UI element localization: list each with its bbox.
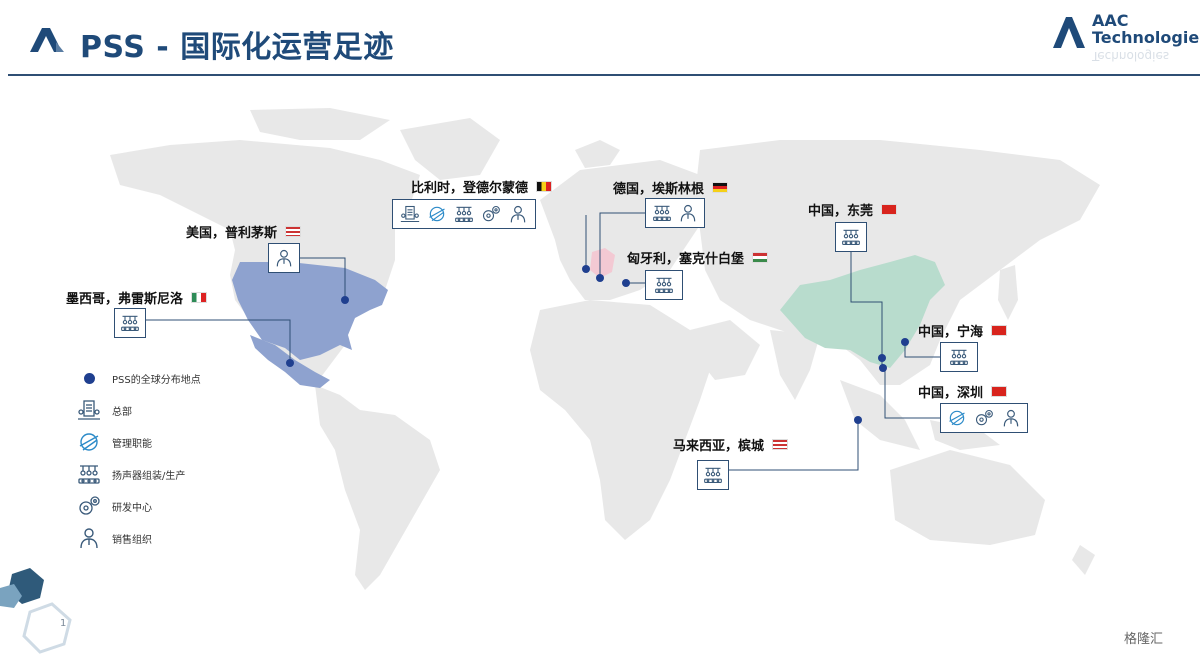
malaysia-flag-icon [772, 439, 789, 450]
location-shenzhen-label: 中国，深圳 [918, 386, 984, 401]
location-ningbo-label: 中国，宁海 [918, 325, 984, 340]
sales-icon [274, 248, 294, 268]
page-number: 1 [60, 618, 67, 629]
china-flag-icon [881, 204, 898, 215]
speaker-assembly-icon [703, 465, 723, 485]
location-dot-icon [83, 372, 95, 384]
location-belgium-icons [392, 199, 536, 229]
location-ningbo: 中国，宁海 [918, 321, 1008, 340]
sales-icon [508, 204, 528, 224]
location-hungary-icons [645, 270, 683, 300]
header: PSS - 国际化运营足迹 AAC Technologies Technolog… [0, 0, 1200, 80]
speaker-assembly-icon [120, 313, 140, 333]
speaker-assembly-icon [841, 227, 861, 247]
legend-item-management: 管理职能 [76, 426, 201, 458]
legend-item-sales: 销售组织 [76, 522, 201, 554]
legend-item-location: PSS的全球分布地点 [76, 362, 201, 394]
location-usa-label: 美国，普利茅斯 [186, 226, 278, 241]
company-name-line2: Technologies [1092, 28, 1200, 47]
location-mexico-icons [114, 308, 146, 338]
watermark: 格隆汇 [1124, 632, 1164, 647]
headquarters-icon [77, 398, 101, 422]
company-name-reflection: Technologies [1092, 49, 1170, 63]
legend-label: 扬声器组装/生产 [112, 470, 186, 482]
sales-icon [678, 203, 698, 223]
location-shenzhen-icons [940, 403, 1028, 433]
location-germany: 德国，埃斯林根 [613, 178, 729, 197]
speaker-assembly-icon [949, 347, 969, 367]
location-mexico-label: 墨西哥，弗雷斯尼洛 [66, 292, 184, 307]
location-usa: 美国，普利茅斯 [186, 222, 302, 241]
location-malaysia: 马来西亚，槟城 [673, 435, 789, 454]
hexagon-decoration-icon [0, 568, 72, 654]
legend-label: 销售组织 [112, 534, 152, 546]
usa-flag-icon [285, 226, 302, 237]
location-dongguan-label: 中国，东莞 [808, 204, 874, 219]
sales-icon [1001, 408, 1021, 428]
location-belgium: 比利时，登德尔蒙德 [411, 177, 553, 196]
location-hungary: 匈牙利，塞克什白堡 [627, 248, 769, 267]
brand-logo-icon [30, 28, 64, 52]
headquarters-icon [400, 204, 420, 224]
legend-label: PSS的全球分布地点 [112, 374, 201, 386]
management-icon [947, 408, 967, 428]
location-germany-label: 德国，埃斯林根 [613, 182, 705, 197]
location-germany-icons [645, 198, 705, 228]
management-icon [427, 204, 447, 224]
location-malaysia-icons [697, 460, 729, 490]
legend-item-rnd: 研发中心 [76, 490, 201, 522]
location-belgium-label: 比利时，登德尔蒙德 [411, 181, 529, 196]
location-hungary-label: 匈牙利，塞克什白堡 [627, 252, 745, 267]
location-dongguan: 中国，东莞 [808, 200, 898, 219]
speaker-assembly-icon [454, 204, 474, 224]
speaker-assembly-icon [652, 203, 672, 223]
legend-item-headquarters: 总部 [76, 394, 201, 426]
rnd-icon [481, 204, 501, 224]
company-logo-icon [1053, 17, 1085, 48]
location-dongguan-icons [835, 222, 867, 252]
legend-item-speaker-assembly: 扬声器组装/生产 [76, 458, 201, 490]
belgium-flag-icon [536, 181, 553, 192]
speaker-assembly-icon [654, 275, 674, 295]
mexico-flag-icon [191, 292, 208, 303]
company-name: AAC Technologies [1092, 12, 1200, 46]
legend-label: 总部 [112, 406, 132, 418]
location-ningbo-icons [940, 342, 978, 372]
rnd-icon [77, 494, 101, 518]
legend-label: 管理职能 [112, 438, 152, 450]
speaker-assembly-icon [77, 462, 101, 486]
location-shenzhen: 中国，深圳 [918, 382, 1008, 401]
rnd-icon [974, 408, 994, 428]
china-flag-icon [991, 325, 1008, 336]
sales-icon [77, 526, 101, 550]
china-flag-icon [991, 386, 1008, 397]
company-name-line1: AAC [1092, 11, 1129, 30]
page-title: PSS - 国际化运营足迹 [80, 30, 394, 65]
legend-label: 研发中心 [112, 502, 152, 514]
management-icon [77, 430, 101, 454]
location-usa-icons [268, 243, 300, 273]
location-malaysia-label: 马来西亚，槟城 [673, 439, 765, 454]
germany-flag-icon [712, 182, 729, 193]
location-mexico: 墨西哥，弗雷斯尼洛 [66, 288, 208, 307]
header-divider [8, 74, 1200, 76]
hungary-flag-icon [752, 252, 769, 263]
legend: PSS的全球分布地点 总部 管理职能 扬声器组装/生产 研发中心 销售组织 [76, 362, 201, 554]
